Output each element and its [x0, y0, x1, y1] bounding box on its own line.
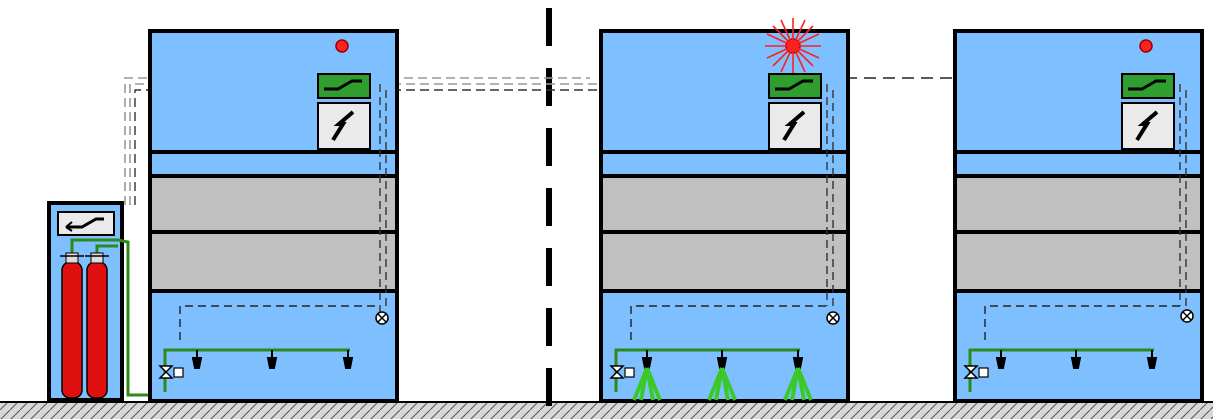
gas-cylinder-unit — [47, 201, 149, 402]
alarm-lamp-icon — [335, 39, 349, 53]
gas-cylinder — [86, 261, 108, 399]
cabinet-right — [953, 29, 1204, 403]
nozzle-icon — [783, 350, 813, 401]
solenoid-valve-icon — [158, 365, 174, 379]
gas-cylinder — [61, 261, 83, 399]
ground — [0, 401, 1213, 419]
cabinet-middle — [599, 18, 850, 403]
nozzle-icon — [191, 350, 203, 369]
nozzle-icon — [707, 350, 737, 401]
nozzle-icon — [342, 350, 354, 369]
alarm-lamp-icon — [765, 18, 821, 74]
alarm-lamp-icon — [1139, 39, 1153, 53]
cabinet-left — [148, 29, 399, 403]
solenoid-valve-icon — [963, 365, 979, 379]
nozzle-icon — [266, 350, 278, 369]
nozzle-icon — [995, 350, 1007, 369]
nozzle-icon — [1146, 350, 1158, 369]
nozzle-icon — [632, 350, 662, 401]
nozzle-icon — [1070, 350, 1082, 369]
solenoid-valve-icon — [609, 365, 625, 379]
